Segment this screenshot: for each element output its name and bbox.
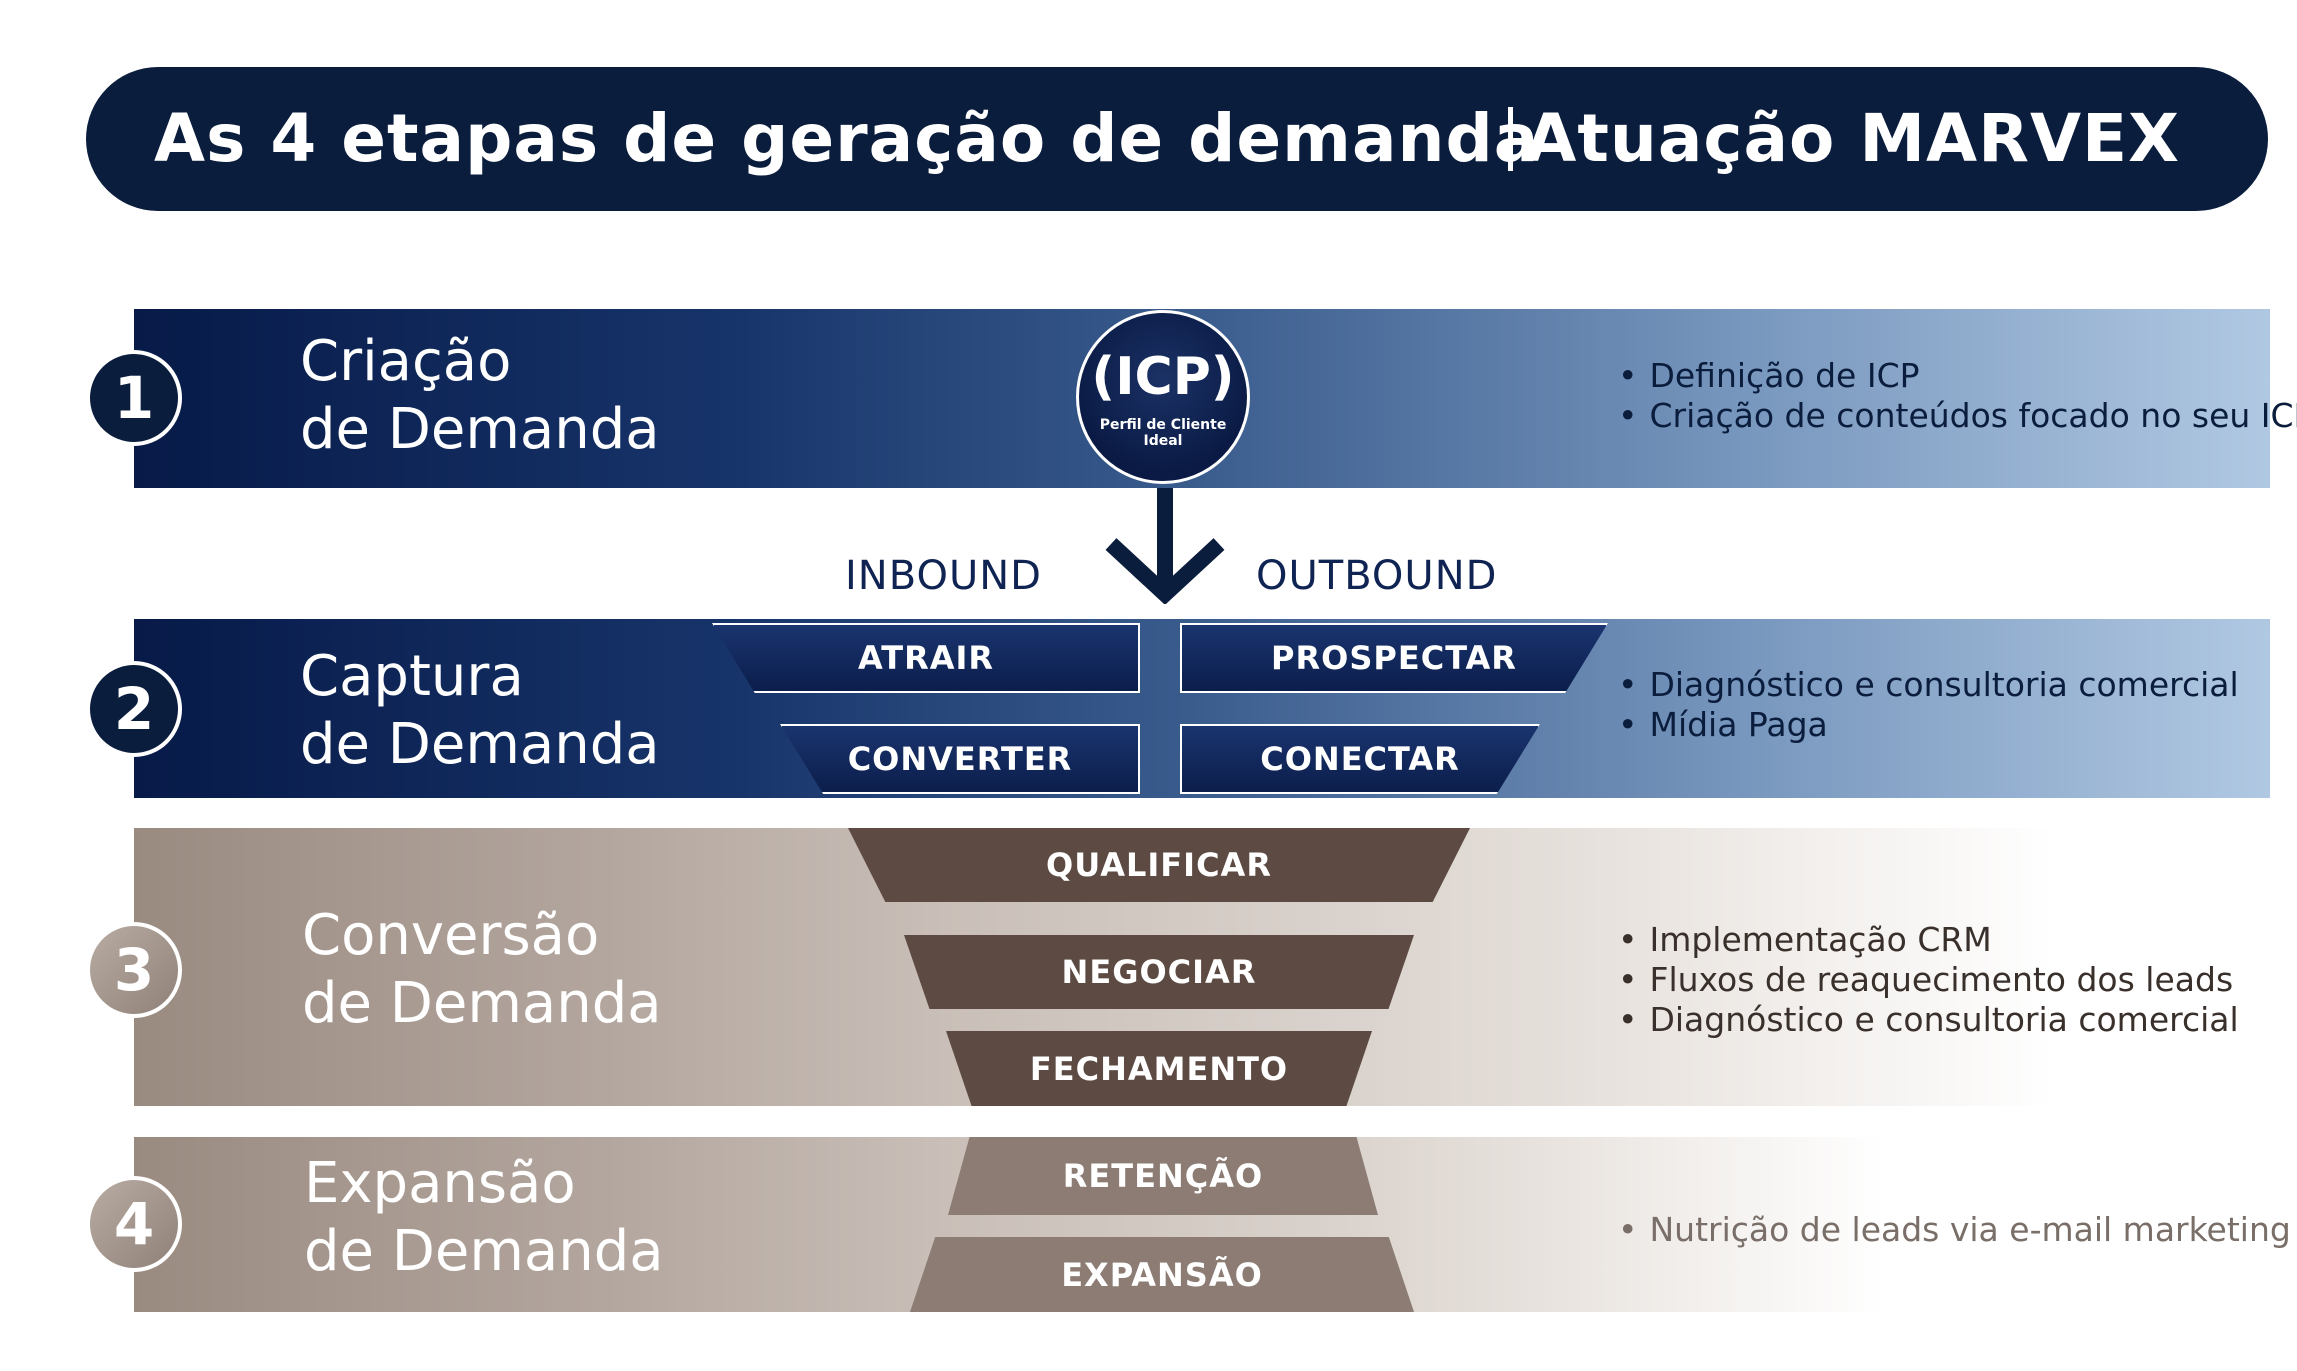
step-expansao: EXPANSÃO: [910, 1237, 1414, 1312]
stage-3-bullet: Implementação CRM: [1618, 920, 2239, 960]
stage-2-bullets: Diagnóstico e consultoria comercial Mídi…: [1618, 665, 2239, 745]
icp-circle: (ICP) Perfil de Cliente Ideal: [1076, 310, 1250, 484]
stage-3-bullet: Diagnóstico e consultoria comercial: [1618, 1000, 2238, 1040]
stage-1-number: 1: [86, 350, 182, 446]
stage-3-bullets: Implementação CRM Fluxos de reaqueciment…: [1618, 920, 2239, 1040]
inbound-label: INBOUND: [845, 553, 1042, 599]
outbound-label: OUTBOUND: [1256, 553, 1498, 599]
icp-sublabel: Perfil de Cliente Ideal: [1099, 417, 1227, 449]
step-qualificar: QUALIFICAR: [848, 828, 1470, 902]
header-brand: Atuação MARVEX: [1525, 100, 2180, 177]
stage-2-title: Captura de Demanda: [300, 643, 660, 779]
stage-4-number: 4: [86, 1176, 182, 1272]
stage-1-bullet: Criação de conteúdos focado no seu ICP: [1618, 396, 2297, 436]
stage-4-title: Expansão de Demanda: [304, 1150, 664, 1286]
stage-2-title-line2: de Demanda: [300, 712, 660, 777]
stage-1-title-line1: Criação: [300, 329, 512, 394]
stage-1-title-line2: de Demanda: [300, 397, 660, 462]
step-conectar: CONECTAR: [1180, 724, 1540, 794]
down-arrow-icon: [1105, 488, 1225, 604]
header-title: As 4 etapas de geração de demanda: [154, 100, 1540, 177]
stage-3-title-line2: de Demanda: [302, 971, 662, 1036]
stage-1-bullet: Definição de ICP: [1618, 356, 2297, 396]
stage-4-title-line1: Expansão: [304, 1151, 576, 1216]
stage-4-title-line2: de Demanda: [304, 1219, 664, 1284]
stage-2-bullet: Diagnóstico e consultoria comercial: [1618, 665, 2238, 705]
step-prospectar: PROSPECTAR: [1180, 623, 1608, 693]
step-negociar: NEGOCIAR: [904, 935, 1414, 1009]
stage-3-title-line1: Conversão: [302, 903, 600, 968]
stage-1-title: Criação de Demanda: [300, 328, 660, 464]
stage-4-bullets: Nutrição de leads via e-mail marketing: [1618, 1210, 2290, 1250]
header-separator: [1508, 107, 1513, 171]
stage-4-bullet: Nutrição de leads via e-mail marketing: [1618, 1210, 2290, 1250]
step-atrair: ATRAIR: [712, 623, 1140, 693]
icp-label: (ICP): [1091, 347, 1235, 407]
step-converter: CONVERTER: [780, 724, 1140, 794]
stage-2-number: 2: [86, 661, 182, 757]
header-bar: As 4 etapas de geração de demanda Atuaçã…: [86, 67, 2268, 211]
stage-1-bullets: Definição de ICP Criação de conteúdos fo…: [1618, 356, 2297, 436]
step-fechamento: FECHAMENTO: [946, 1031, 1372, 1106]
stage-3-bullet: Fluxos de reaquecimento dos leads: [1618, 960, 2239, 1000]
stage-3-title: Conversão de Demanda: [302, 902, 662, 1038]
step-retencao: RETENÇÃO: [948, 1137, 1378, 1215]
stage-2-bullet: Mídia Paga: [1618, 705, 2239, 745]
stage-3-number: 3: [86, 922, 182, 1018]
stage-2-title-line1: Captura: [300, 644, 524, 709]
